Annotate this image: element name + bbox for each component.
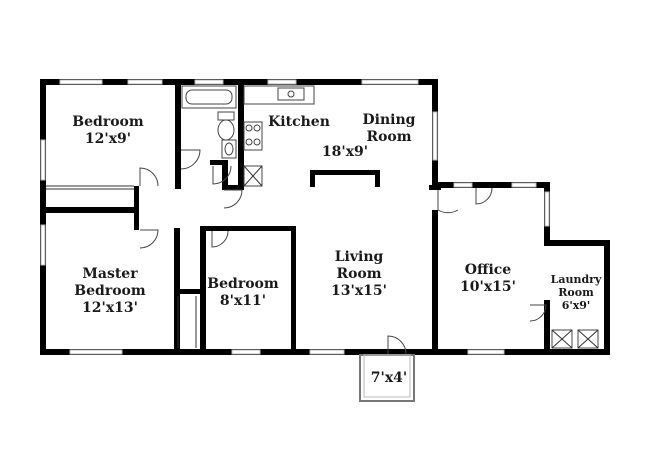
closet-lines — [46, 185, 197, 348]
fixtures — [181, 85, 599, 349]
bedroom2-dims: 8'x11' — [220, 293, 266, 309]
porch — [359, 354, 415, 402]
living-name-line2: Room — [336, 266, 381, 282]
office-name: Office — [465, 262, 512, 278]
laundry-name-line1: Laundry — [551, 273, 602, 286]
laundry-name-line2: Room — [558, 286, 594, 299]
dining-name-line1: Dining — [363, 112, 416, 128]
master-dims: 12'x13' — [82, 300, 138, 316]
doors — [139, 149, 547, 355]
laundry-dims: 6'x9' — [562, 299, 591, 312]
bedroom2-name: Bedroom — [207, 276, 279, 292]
master-name-line2: Bedroom — [74, 283, 146, 299]
dining-dims: 18'x9' — [322, 144, 368, 160]
toilet-icon — [217, 119, 235, 141]
porch-dims: 7'x4' — [371, 370, 407, 386]
bedroom1-dims: 12'x9' — [85, 131, 131, 147]
bedroom1-name: Bedroom — [72, 114, 144, 130]
room-labels: Bedroom 12'x9' Kitchen Dining Room 18'x9… — [72, 112, 602, 386]
kitchen-name: Kitchen — [268, 114, 330, 130]
office-dims: 10'x15' — [460, 279, 516, 295]
interior-walls — [46, 85, 550, 355]
master-name-line1: Master — [82, 266, 138, 282]
living-dims: 13'x15' — [331, 283, 387, 299]
living-name-line1: Living — [335, 249, 384, 265]
dining-name-line2: Room — [366, 129, 411, 145]
windows — [40, 79, 550, 355]
toilet-tank-icon — [217, 111, 235, 121]
